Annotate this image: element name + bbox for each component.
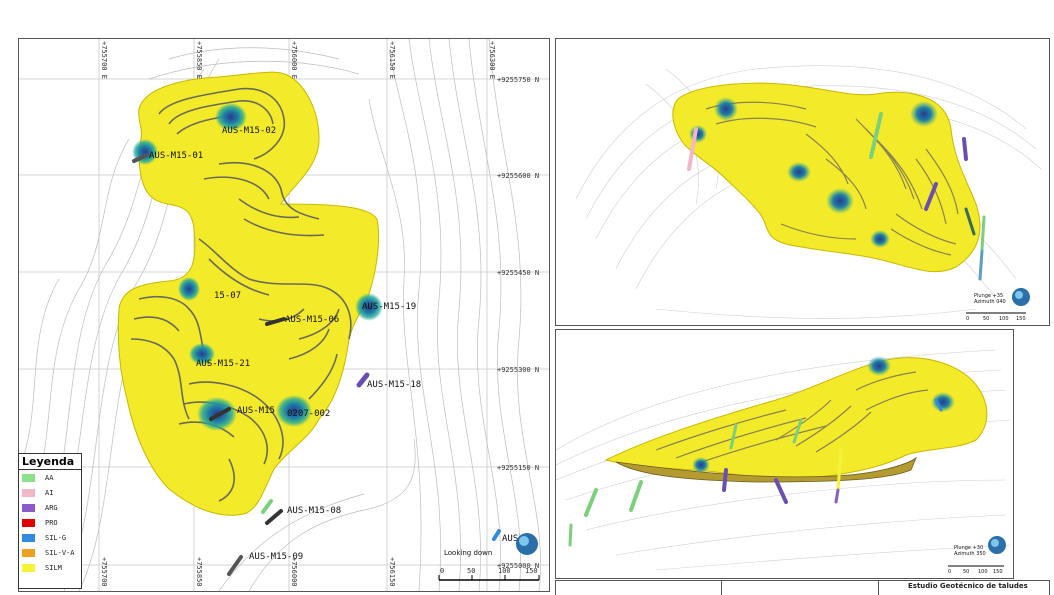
svg-text:50: 50 bbox=[467, 567, 475, 575]
legend-item-silm: SILM bbox=[19, 560, 81, 575]
scale-bar-bottom: 0 50 100 150 bbox=[948, 565, 1004, 575]
svg-text:+756300 E: +756300 E bbox=[488, 41, 496, 79]
azimuth-label: Azimuth 350 bbox=[954, 551, 986, 557]
oblique-view-top-svg: Plunge +35 Azimuth 040 0 50 100 150 bbox=[575, 65, 1042, 322]
label-aus-m15-06: AUS-M15-06 bbox=[285, 315, 339, 325]
pit-benches-oblique bbox=[705, 101, 959, 256]
svg-text:+9255000 N: +9255000 N bbox=[497, 562, 539, 570]
pit-benches bbox=[130, 87, 352, 502]
drillhole-labels: AUS-M15-02 AUS-M15-01 15-07 AUS-M15-06 A… bbox=[149, 126, 518, 562]
azimuth-label: Azimuth 040 bbox=[974, 299, 1006, 305]
bottom-coordinate-labels: +755700 E +755850 E +756000 E +756150 E bbox=[100, 557, 396, 591]
legend-item-sil-v-a: SIL-V-A bbox=[19, 545, 81, 560]
svg-text:+9255150 N: +9255150 N bbox=[497, 464, 539, 472]
label-aus-m15-17: AUS bbox=[502, 534, 518, 544]
plunge-label: Plunge +30 bbox=[954, 545, 983, 551]
label-aus-m15: AUS-M15 bbox=[237, 406, 275, 416]
drillholes-bottom bbox=[568, 398, 943, 547]
oblique-view-bottom-svg: Plunge +30 Azimuth 350 0 50 100 150 bbox=[556, 349, 1012, 575]
oblique-view-bottom[interactable]: Plunge +30 Azimuth 350 0 50 100 150 bbox=[555, 329, 1014, 579]
view-orb-top: Plunge +35 Azimuth 040 bbox=[974, 288, 1030, 306]
legend-swatch bbox=[22, 518, 35, 527]
legend-item-pro: PRO bbox=[19, 515, 81, 530]
view-orb-bottom: Plunge +30 Azimuth 350 bbox=[954, 536, 1006, 557]
svg-text:+756000 E: +756000 E bbox=[290, 41, 298, 79]
svg-text:150: 150 bbox=[1016, 316, 1026, 322]
legend-swatch bbox=[22, 548, 35, 557]
label-aus-m15-02: AUS-M15-02 bbox=[222, 126, 276, 136]
svg-text:150: 150 bbox=[993, 569, 1003, 575]
svg-text:+755850 E: +755850 E bbox=[195, 557, 203, 591]
svg-text:+755700 E: +755700 E bbox=[100, 41, 108, 79]
legend-swatch bbox=[22, 533, 35, 542]
hotspots-oblique bbox=[689, 97, 938, 248]
label-aus-m15-08: AUS-M15-08 bbox=[287, 506, 341, 516]
plan-view-svg: AUS-M15-02 AUS-M15-01 15-07 AUS-M15-06 A… bbox=[19, 39, 549, 591]
label-0207-002: 0207-002 bbox=[287, 409, 330, 419]
legend-item-ai: AI bbox=[19, 485, 81, 500]
label-aus-m15-09: AUS-M15-09 bbox=[249, 552, 303, 562]
table-title: Estudio Geotécnico de taludes bbox=[908, 582, 1028, 590]
svg-text:100: 100 bbox=[999, 316, 1009, 322]
label-aus-m15-18: AUS-M15-18 bbox=[367, 380, 421, 390]
drillholes-oblique bbox=[687, 112, 986, 281]
legend-box: Leyenda AA AI ARG PRO SIL-G SIL-V-A SILM bbox=[18, 453, 82, 589]
label-aus-m15-19: AUS-M15-19 bbox=[362, 302, 416, 312]
svg-text:+9255450 N: +9255450 N bbox=[497, 269, 539, 277]
pit-shell-oblique bbox=[672, 82, 981, 273]
legend-swatch bbox=[22, 473, 35, 482]
svg-text:0: 0 bbox=[440, 567, 444, 575]
pit-shell bbox=[117, 71, 380, 516]
legend-swatch bbox=[22, 503, 35, 512]
legend-swatch bbox=[22, 488, 35, 497]
looking-down-label: Looking down bbox=[444, 549, 492, 557]
scale-bar: 0 50 100 150 bbox=[438, 567, 540, 581]
top-coordinate-labels: +755700 E +755850 E +756000 E +756150 E … bbox=[100, 41, 496, 79]
legend-item-sil-g: SIL-G bbox=[19, 530, 81, 545]
pit-benches-bottom bbox=[655, 371, 929, 465]
svg-text:+755700 E: +755700 E bbox=[100, 557, 108, 591]
scale-bar-top: 0 50 100 150 bbox=[966, 312, 1026, 322]
legend-title: Leyenda bbox=[19, 454, 81, 470]
svg-text:+9255300 N: +9255300 N bbox=[497, 366, 539, 374]
svg-text:50: 50 bbox=[983, 316, 989, 322]
svg-text:+756150 E: +756150 E bbox=[388, 41, 396, 79]
svg-text:+9255600 N: +9255600 N bbox=[497, 172, 539, 180]
pit-floor-rim bbox=[615, 456, 917, 483]
drillhole-traces bbox=[132, 153, 501, 576]
svg-text:50: 50 bbox=[963, 569, 969, 575]
legend-item-arg: ARG bbox=[19, 500, 81, 515]
label-aus-m15-21: AUS-M15-21 bbox=[196, 359, 250, 369]
pit-shell-oblique-bottom bbox=[604, 357, 988, 479]
svg-text:+756000 E: +756000 E bbox=[290, 557, 298, 591]
label-15-07: 15-07 bbox=[214, 291, 241, 301]
legend-item-aa: AA bbox=[19, 470, 81, 485]
label-aus-m15-01: AUS-M15-01 bbox=[149, 151, 203, 161]
svg-text:+755850 E: +755850 E bbox=[195, 41, 203, 79]
svg-text:100: 100 bbox=[498, 567, 511, 575]
svg-text:100: 100 bbox=[978, 569, 988, 575]
svg-text:0: 0 bbox=[966, 316, 969, 322]
right-coordinate-labels: +9255750 N +9255600 N +9255450 N +925530… bbox=[497, 76, 539, 570]
oblique-view-top[interactable]: Plunge +35 Azimuth 040 0 50 100 150 bbox=[555, 38, 1050, 326]
plunge-label: Plunge +35 bbox=[974, 293, 1003, 299]
svg-text:150: 150 bbox=[525, 567, 538, 575]
hotspots-bottom bbox=[692, 356, 955, 473]
svg-text:+9255750 N: +9255750 N bbox=[497, 76, 539, 84]
svg-text:+756150 E: +756150 E bbox=[388, 557, 396, 591]
legend-swatch bbox=[22, 563, 35, 572]
plan-view-map[interactable]: AUS-M15-02 AUS-M15-01 15-07 AUS-M15-06 A… bbox=[18, 38, 550, 592]
title-block-table: Estudio Geotécnico de taludes bbox=[555, 580, 1050, 595]
svg-text:0: 0 bbox=[948, 569, 951, 575]
view-orientation-orb: Looking down bbox=[444, 533, 538, 557]
